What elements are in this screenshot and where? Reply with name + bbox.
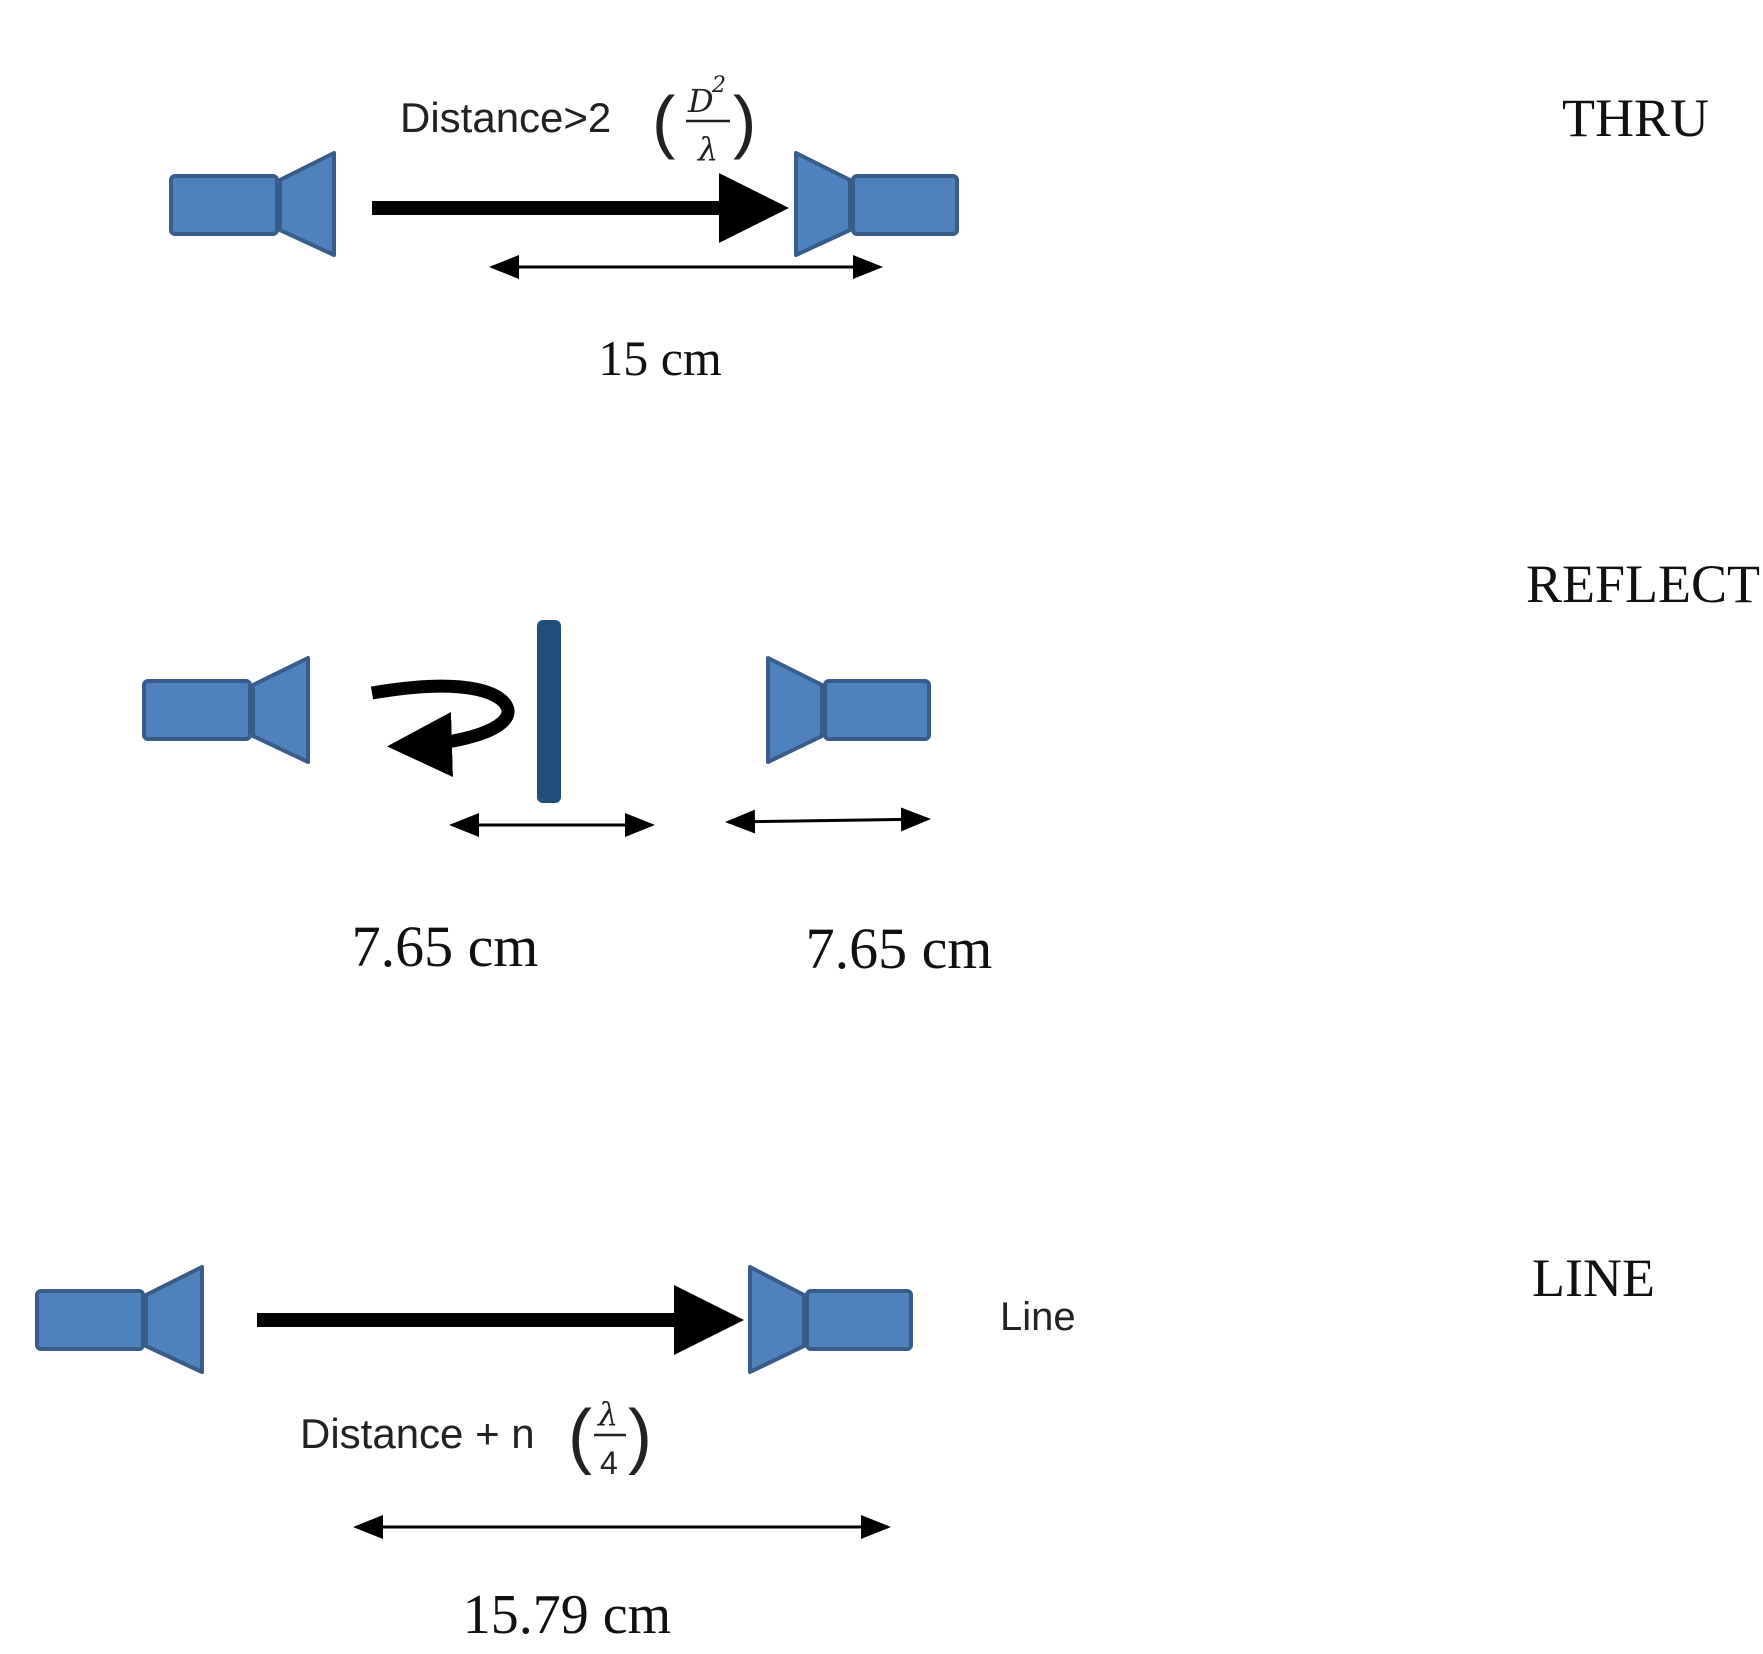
thru-formula: Distance>2 ( D 2 λ ) (400, 73, 756, 168)
reflect-section: REFLECT 7.65 cm 7.65 cm (142, 554, 1760, 981)
line-formula-close-paren: ) (628, 1396, 652, 1476)
thru-transmit-horn (169, 151, 336, 257)
reflector-plate (537, 620, 561, 803)
thru-receive-horn (794, 151, 959, 257)
line-formula-numerator: λ (596, 1395, 618, 1433)
line-section: LINE Line Distance + n ( λ 4 ) 15.79 cm (35, 1248, 1655, 1646)
thru-formula-prefix: Distance>2 (400, 94, 611, 141)
line-title: LINE (1532, 1248, 1655, 1308)
thru-title: THRU (1562, 88, 1709, 148)
line-transmit-horn (35, 1265, 204, 1374)
line-dimension-label: 15.79 cm (463, 1584, 671, 1646)
thru-dimension-label: 15 cm (598, 330, 722, 386)
line-formula-open-paren: ( (568, 1396, 592, 1476)
line-formula: Distance + n ( λ 4 ) (300, 1395, 652, 1481)
thru-section: THRU Distance>2 ( D 2 λ ) 15 cm (169, 73, 1709, 386)
reflect-right-dimension-arrow (725, 807, 931, 834)
thru-formula-numerator: D (687, 82, 714, 120)
reflect-left-dimension-label: 7.65 cm (352, 914, 539, 979)
line-receive-horn (748, 1265, 913, 1374)
thru-formula-exponent: 2 (711, 73, 726, 98)
reflect-title: REFLECT (1526, 554, 1760, 614)
reflect-right-dimension-label: 7.65 cm (806, 916, 993, 981)
thru-formula-open-paren: ( (652, 82, 675, 160)
line-formula-denominator: 4 (600, 1445, 618, 1481)
reflect-return-arrow (370, 679, 515, 777)
thru-formula-denominator: λ (696, 130, 718, 168)
reflect-right-horn (766, 656, 931, 764)
reflect-left-horn (142, 656, 310, 764)
line-formula-prefix: Distance + n (300, 1410, 535, 1457)
thru-formula-close-paren: ) (733, 82, 756, 160)
line-label: Line (1000, 1295, 1076, 1339)
